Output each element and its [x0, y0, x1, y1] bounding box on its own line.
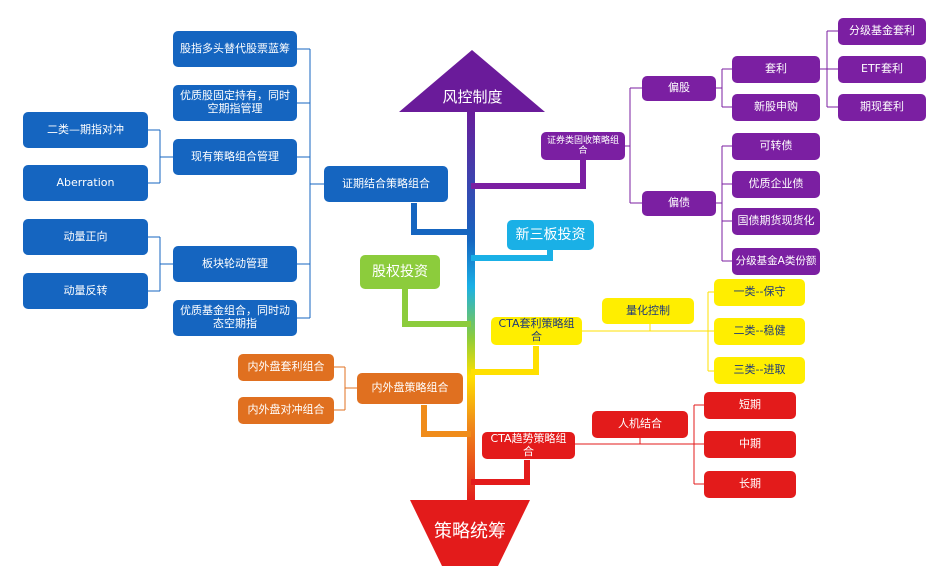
arb-node: 套利	[732, 56, 820, 83]
short-node: 短期	[704, 392, 796, 419]
bottom-shape-label: 策略统筹	[434, 521, 506, 542]
tier3-node: 三类--进取	[714, 357, 805, 384]
trunk	[467, 110, 475, 502]
branch-green	[402, 289, 471, 327]
left-sub-a: 股指多头替代股票蓝筹	[173, 31, 297, 67]
long-node: 长期	[704, 471, 796, 498]
left-sub-c2: Aberration	[23, 165, 148, 201]
inout-a: 内外盘套利组合	[238, 354, 334, 381]
cta-arb-main: CTA套利策略组合	[491, 317, 582, 345]
branch-yellow	[471, 346, 539, 375]
branch-cyan	[471, 248, 553, 261]
left-sub-e: 优质基金组合，同时动态空期指	[173, 300, 297, 336]
arb1-node: 分级基金套利	[838, 18, 926, 45]
tier1-node: 一类--保守	[714, 279, 805, 306]
left-sub-d2: 动量反转	[23, 273, 148, 309]
right-main-node: 证券类固收策略组合	[541, 132, 625, 160]
bond-node: 偏债	[642, 191, 716, 216]
human-node: 人机结合	[592, 411, 688, 438]
mid-node: 中期	[704, 431, 796, 458]
ipo-node: 新股申购	[732, 94, 820, 121]
top-shape-label: 风控制度	[442, 88, 503, 106]
branch-blue	[411, 203, 471, 235]
stock-node: 偏股	[642, 76, 716, 101]
quant-node: 量化控制	[602, 298, 694, 324]
equity-node: 股权投资	[360, 255, 440, 289]
tier2-node: 二类--稳健	[714, 318, 805, 345]
inout-b: 内外盘对冲组合	[238, 397, 334, 424]
left-main-node: 证期结合策略组合	[324, 166, 448, 202]
bond4-node: 分级基金A类份额	[732, 248, 820, 275]
inout-main: 内外盘策略组合	[357, 373, 463, 404]
branch-red	[471, 460, 530, 485]
left-sub-c1: 二类—期指对冲	[23, 112, 148, 148]
bond1-node: 可转债	[732, 133, 820, 160]
top-triangle	[399, 50, 545, 112]
left-sub-d: 板块轮动管理	[173, 246, 297, 282]
left-sub-b: 优质股固定持有，同时空期指管理	[173, 85, 297, 121]
left-sub-c: 现有策略组合管理	[173, 139, 297, 175]
arb2-node: ETF套利	[838, 56, 926, 83]
branch-orange	[421, 405, 471, 437]
bottom-trapezoid	[410, 500, 530, 566]
arb3-node: 期现套利	[838, 94, 926, 121]
neeq-node: 新三板投资	[507, 220, 594, 250]
bond3-node: 国债期货现货化	[732, 208, 820, 235]
bond2-node: 优质企业债	[732, 171, 820, 198]
cta-trend-main: CTA趋势策略组合	[482, 432, 575, 459]
left-sub-d1: 动量正向	[23, 219, 148, 255]
